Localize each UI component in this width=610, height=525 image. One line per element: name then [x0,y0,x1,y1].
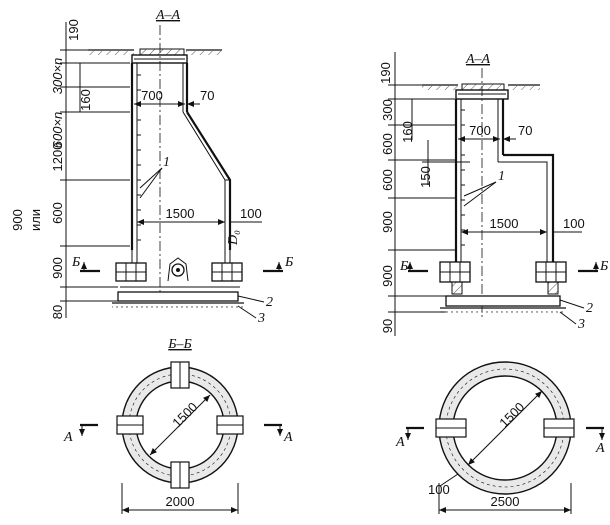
right-dim-900-b: 900 [380,265,395,287]
right-dim-1500: 1500 [490,216,519,231]
left-dim-80: 80 [50,305,65,319]
left-dim-300n: 300×n [50,58,65,95]
right-callout-3: 3 [577,317,585,332]
left-dim-600: 600 [50,202,65,224]
left-dim-alt-word: или [28,209,43,231]
right-dim-300: 300 [380,99,395,121]
right-cut-line-b: Б Б [399,259,608,274]
right-cut-label-b-right: Б [599,259,608,274]
left-section-title: А–А [155,8,181,23]
left-callout-2: 2 [266,295,273,310]
right-elevation: А–А [378,52,608,336]
right-plan-leader-100 [439,473,459,487]
left-dim-alt-900: 900 [10,209,25,231]
left-ladder-rungs [137,74,141,241]
left-dim-190: 190 [66,19,81,41]
left-horizontal-dimensions: 700 70 1500 100 D₀ [134,88,262,246]
right-base [440,295,566,313]
right-vertical-dimensions: 190 300 160 600 150 600 900 900 90 [378,52,470,336]
right-dim-190: 190 [378,62,393,84]
left-dim-100: 100 [240,206,262,221]
right-ladder-rungs [461,109,465,246]
left-hatch-cover [131,48,188,64]
right-cut-label-b-left: Б [399,259,408,274]
left-plan-dim-2000: 2000 [166,494,195,509]
right-plan-diag-line [467,390,543,466]
left-cut-label-b-right: Б [284,255,293,270]
right-dim-100: 100 [563,216,585,231]
left-cut-line-b: Б Б [71,255,293,273]
left-dim-70: 70 [200,88,214,103]
right-callout-2: 2 [586,301,593,316]
right-dim-150: 150 [418,166,433,188]
left-dim-1500: 1500 [166,206,195,221]
right-pipes [439,261,567,295]
left-pipe-label: D₀ [226,230,241,246]
right-plan-dim-2500: 2500 [491,494,520,509]
left-plan-cut-label-a-right: А [283,430,293,445]
right-callout-1: 1 [498,169,505,184]
left-dim-1200: 1200 [50,143,65,172]
right-plan-flanges [435,418,575,438]
left-callout-1: 1 [163,155,170,170]
left-dim-160: 160 [78,89,93,111]
left-plan-flanges [116,361,244,489]
left-plan-cut-label-a-left: А [63,430,73,445]
right-dim-600-a: 600 [380,133,395,155]
left-dim-600n: 600×n [50,112,65,149]
right-plan-cut-label-a-left: А [395,435,405,450]
left-cut-label-b-left: Б [71,255,80,270]
right-dim-600-b: 600 [380,169,395,191]
left-plan-diag-line [149,394,211,456]
right-dim-90: 90 [380,319,395,333]
right-callouts: 1 2 3 [463,169,593,332]
left-callout-3: 3 [257,311,265,326]
right-dim-70: 70 [518,123,532,138]
left-plan-cut-line-a: А А [63,423,293,445]
left-callouts: 1 2 3 [139,155,273,326]
right-plan-cut-label-a-right: А [595,441,605,456]
left-vertical-dimensions: 190 300×n 160 600×n 1200 600 900 80 900 … [10,19,130,319]
left-base [112,286,244,308]
right-section-title: А–А [465,52,491,67]
right-dim-700: 700 [469,123,491,138]
left-dim-700: 700 [141,88,163,103]
left-pipes [115,250,243,282]
left-plan-title: Б–Б [167,337,192,352]
right-plan-cut-line-a: А А [395,426,605,456]
right-dim-900-a: 900 [380,211,395,233]
right-dim-160: 160 [400,121,415,143]
left-plan: Б–Б 1500 2000 А А [63,337,293,514]
right-plan: 1500 100 2500 А А [395,361,605,514]
right-horizontal-dimensions: 700 70 1500 100 [458,123,585,235]
left-dim-900: 900 [50,257,65,279]
left-elevation: А–А [10,8,293,326]
left-shaft-walls [130,63,232,250]
